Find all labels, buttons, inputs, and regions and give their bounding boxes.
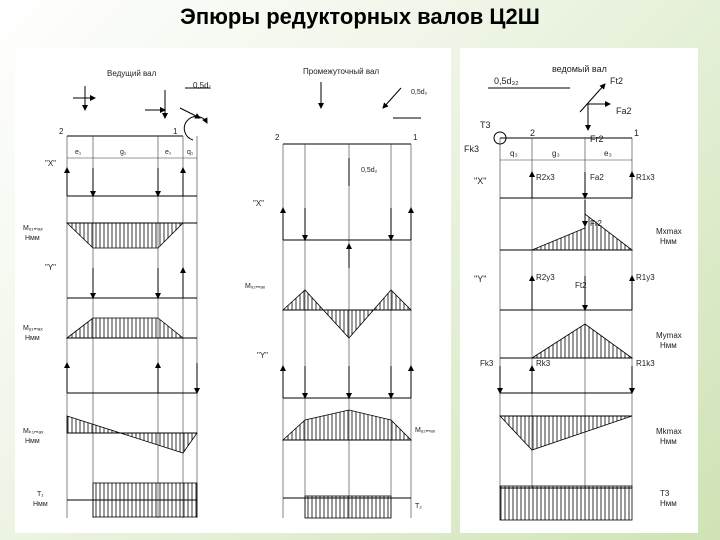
r2y3-label: R2y3 [536, 273, 555, 282]
fa2-x-label: Fa2 [590, 173, 604, 182]
fa2-label: Fa2 [616, 106, 632, 116]
support-1-label: 1 [173, 127, 178, 136]
shaft-title: Ведущий вал [107, 69, 157, 78]
mx-label: Mₓ₁ₘₐₓ [23, 225, 43, 232]
diameter-label: 0,5d₁ [193, 81, 212, 90]
r1x3-label: R1x3 [636, 173, 655, 182]
mx-unit: Нмм [660, 237, 677, 246]
t3-label: T3 [480, 120, 491, 130]
shaft-title: Промежуточный вал [303, 67, 379, 76]
r2x3-label: R2x3 [536, 173, 555, 182]
plane-y-label: "Y" [257, 351, 268, 360]
ft2-label: Ft2 [610, 76, 623, 86]
fr2-label: Fr2 [590, 134, 604, 144]
plane-x-label: "X" [45, 159, 56, 168]
t-label: T3 [660, 489, 670, 498]
support-1-label: 1 [634, 128, 639, 138]
diameter-label: 0,5d₂ [411, 89, 428, 96]
dim-e1: e₁ [75, 149, 82, 156]
plane-y-label: "Y" [45, 263, 56, 272]
plane-x-label: "X" [474, 176, 486, 186]
fk3-k-label: Fk3 [480, 359, 494, 368]
diameter-label: 0,5d₃₂ [494, 76, 519, 86]
plane-x-label: "X" [253, 199, 264, 208]
dim-q1: q₁ [187, 149, 194, 156]
t-label: T₁ [37, 491, 44, 498]
r1k3-label: R1k3 [636, 359, 655, 368]
dim-e1b: e₁ [165, 149, 172, 156]
plane-y-label: "Y" [474, 274, 486, 284]
dim-g1: g₁ [120, 149, 127, 156]
intermediate-shaft-diagram: Промежуточный вал 0,5d₂ 2 1 0,5d₂ "X" Mₓ… [243, 48, 451, 533]
support-1-label: 1 [413, 133, 418, 142]
rk3-label: Rk3 [536, 359, 551, 368]
ft2-y-label: Ft2 [575, 281, 587, 290]
shaft-title: ведомый вал [552, 64, 607, 74]
mk-unit: Нмм [660, 437, 677, 446]
my-unit: Нмм [660, 341, 677, 350]
t-unit: Нмм [660, 499, 677, 508]
drive-shaft-diagram: Ведущий вал 0,5d₁ 2 1 e₁ g₁ e₁ q₁ "X" Mₓ… [15, 48, 243, 533]
support-2-label: 2 [59, 127, 64, 136]
diameter-label-2: 0,5d₂ [361, 167, 378, 174]
dim-e3: e₃ [604, 149, 612, 158]
dim-q3: q₃ [510, 149, 518, 158]
fk3-label: Fk3 [464, 144, 479, 154]
t-label: T₂ [415, 503, 422, 510]
mx-unit: Нмм [25, 235, 40, 242]
my-label: Mᵧ₁ₘₐₓ [23, 325, 43, 332]
my-label: Mymax [656, 331, 682, 340]
mk-label: Mkmax [656, 427, 682, 436]
dim-g3: g₃ [552, 149, 560, 158]
my-label: Mᵧ₂ₘₐₓ [415, 427, 436, 434]
driven-shaft-diagram: ведомый вал 0,5d₃₂ Ft2 Fa2 Fr2 2 1 T3 Fk… [460, 48, 698, 533]
my-unit: Нмм [25, 335, 40, 342]
mx-label: Mxmax [656, 227, 682, 236]
page-title: Эпюры редукторных валов Ц2Ш [180, 4, 540, 29]
mk-label: Mₖ₁ₘₐₓ [23, 428, 44, 435]
support-2-label: 2 [275, 133, 280, 142]
support-2-label: 2 [530, 128, 535, 138]
mx-label: Mₓ₂ₘₐₓ [245, 283, 266, 290]
r1y3-label: R1y3 [636, 273, 655, 282]
t-unit: Нмм [33, 501, 48, 508]
mk-unit: Нмм [25, 438, 40, 445]
